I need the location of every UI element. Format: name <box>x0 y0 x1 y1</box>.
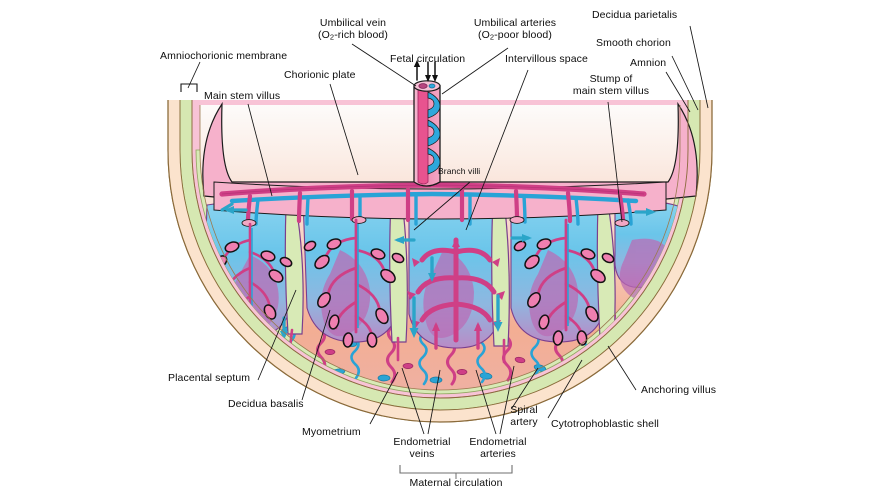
label-endometrial-arteries: Endometrial arteries <box>460 436 536 460</box>
label-branch-villi: Branch villi <box>438 166 481 176</box>
spiral-artery-line1: Spiral <box>510 404 538 416</box>
spiral-artery-line2: artery <box>510 415 538 428</box>
umbilical-arteries-line1: Umbilical arteries <box>473 17 557 29</box>
label-stump-of-main-stem-villus: Stump of main stem villus <box>563 73 659 97</box>
stump-line1: Stump of <box>589 73 633 85</box>
endometrial-veins-line1: Endometrial <box>393 436 451 448</box>
label-main-stem-villus: Main stem villus <box>204 90 281 102</box>
villous-tree <box>303 218 405 348</box>
label-anchoring-villus: Anchoring villus <box>641 384 717 396</box>
chorionic-vessels <box>219 182 647 227</box>
terminal-villi <box>513 238 615 346</box>
label-endometrial-veins: Endometrial veins <box>386 436 458 460</box>
stem-villus-stumps <box>241 216 630 227</box>
villous-tree <box>513 218 615 346</box>
leader-lines <box>180 25 709 479</box>
disc-outline <box>167 100 713 423</box>
label-chorionic-plate: Chorionic plate <box>284 69 356 81</box>
umbilical-vein-line1: Umbilical vein <box>319 17 387 29</box>
label-decidua-basalis: Decidua basalis <box>228 398 304 410</box>
label-amnion: Amnion <box>630 57 667 69</box>
label-maternal-circulation: Maternal circulation <box>409 477 503 489</box>
umbilical-vein-line2: (O2-rich blood) <box>318 28 388 42</box>
fetal-circulation-arrows <box>413 60 438 82</box>
placental-septa <box>284 199 616 347</box>
label-placental-septum: Placental septum <box>168 372 251 384</box>
terminal-villi <box>303 238 405 348</box>
label-decidua-parietalis: Decidua parietalis <box>592 9 678 21</box>
villous-trees <box>201 218 615 348</box>
label-myometrium: Myometrium <box>302 426 361 438</box>
inflow-arrows <box>432 322 482 350</box>
maternal-blood-flow <box>220 202 656 350</box>
label-smooth-chorion: Smooth chorion <box>596 37 671 49</box>
label-cytotrophoblastic-shell: Cytotrophoblastic shell <box>551 418 659 430</box>
outflow-arrows <box>409 256 503 338</box>
endometrial-veins-line2: veins <box>409 447 435 460</box>
label-umbilical-arteries: Umbilical arteries (O2-poor blood) <box>460 17 570 43</box>
label-fetal-circulation: Fetal circulation <box>390 53 466 65</box>
label-intervillous-space: Intervillous space <box>505 53 588 65</box>
label-amniochorionic-membrane: Amniochorionic membrane <box>160 50 288 62</box>
label-spiral-artery: Spiral artery <box>502 404 546 428</box>
lateral-flow-arrows <box>220 202 656 340</box>
stem-villus-veins <box>254 194 633 226</box>
stump-line2: main stem villus <box>572 84 650 97</box>
umbilical-arteries-spiral <box>427 91 441 175</box>
endometrial-arteries-line1: Endometrial <box>469 436 527 448</box>
umbilical-cord <box>413 60 441 187</box>
label-umbilical-vein: Umbilical vein (O2-rich blood) <box>303 17 403 43</box>
endometrial-arteries-line2: arteries <box>480 447 516 460</box>
umbilical-arteries-line2: (O2-poor blood) <box>478 28 552 42</box>
